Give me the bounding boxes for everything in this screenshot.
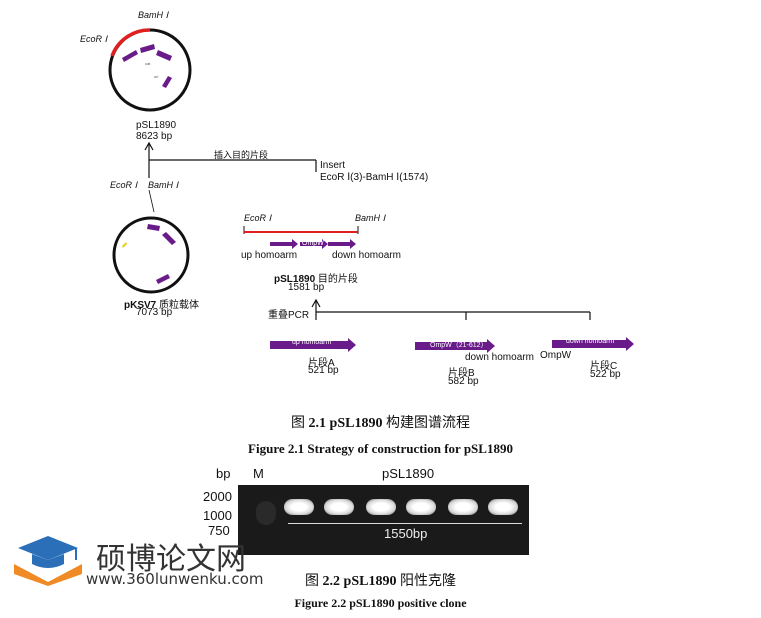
fragment-b-size: 582 bp (448, 376, 479, 387)
fragment-a-name: 片段A (308, 358, 335, 369)
bottom-ecori-label: EcoR Ⅰ (110, 180, 138, 190)
fragment-a-arrow (270, 338, 356, 352)
gel-sample-label: pSL1890 (382, 466, 435, 481)
graduation-cap-book-icon (14, 536, 82, 586)
fragment-inner-label: OmpW (302, 240, 324, 247)
fragment-b-name: 片段B (448, 368, 475, 379)
bottom-plasmid-map (112, 216, 190, 294)
svg-text:ori: ori (154, 74, 159, 79)
figure-2-2-caption-cn: 图 2.2 pSL1890 阳性克隆 (305, 574, 456, 589)
bottom-plasmid-suffix: 质粒载体 (159, 300, 200, 311)
figure-2-2-caption-en: Figure 2.2 pSL1890 positive clone (294, 596, 467, 610)
fragment-size: 1581 bp (288, 282, 325, 293)
insert-connector (144, 141, 591, 320)
fragment-c-arrow-text: down homoarm (566, 338, 615, 345)
gel-band-label: 1550bp (384, 526, 428, 541)
top-plasmid-size: 8623 bp (136, 131, 173, 142)
fragment-b-arrow-text: OmpW（21-612） (430, 342, 488, 349)
top-bamhi-label: BamH Ⅰ (138, 10, 169, 20)
figure-2-1-caption-cn: 图 2.1 pSL1890 构建图谱流程 (291, 416, 470, 431)
fragment-title-suffix: 目的片段 (317, 274, 358, 285)
insert-label: Insert (320, 160, 346, 171)
watermark-name: 硕博论文网 (96, 542, 246, 577)
fragment-ecori-label: EcoR Ⅰ (244, 213, 272, 223)
gel-marker-label: M (253, 466, 264, 481)
gel-ladder-2000: 2000 (203, 489, 232, 504)
gel-ladder-1000: 1000 (203, 508, 232, 523)
gel-ladder-750: 750 (208, 523, 230, 538)
insert-arrow-label: 插入目的片段 (214, 150, 269, 160)
bottom-plasmid-name: pKSV7 (124, 300, 157, 311)
fragment-b-arrow (415, 339, 495, 353)
fragment-left-label: up homoarm (241, 250, 298, 261)
svg-text:cat: cat (145, 61, 151, 66)
pcr-label: 重叠PCR (268, 310, 310, 321)
top-plasmid-name: pSL1890 (136, 120, 177, 131)
fragment-c-size: 522 bp (590, 369, 621, 380)
fragment-a-arrow-text: up homoarm (292, 339, 332, 346)
bottom-plasmid-size: 7073 bp (136, 307, 173, 318)
fragment-c-arrow (552, 337, 634, 351)
fragment-c-side-label: OmpW (540, 350, 572, 361)
fragment-c-name: 片段C (590, 361, 618, 372)
insert-detail: EcoR Ⅰ(3)-BamH Ⅰ(1574) (320, 172, 429, 183)
bottom-bamhi-label: BamH Ⅰ (148, 180, 179, 190)
fragment-map (243, 226, 359, 249)
gel-bp-label: bp (216, 466, 231, 481)
top-plasmid-map: cat ori (108, 28, 192, 112)
fragment-right-label: down homoarm (332, 250, 401, 261)
figure-2-1-caption-en: Figure 2.1 Strategy of construction for … (248, 441, 513, 456)
fragment-a-size: 521 bp (308, 365, 339, 376)
fragment-title: pSL1890 (274, 274, 316, 285)
fragment-bamhi-label: BamH Ⅰ (355, 213, 386, 223)
top-ecori-label: EcoR Ⅰ (80, 34, 108, 44)
fragment-b-side-label: down homoarm (465, 352, 534, 363)
gel-image: 1550bp (238, 485, 529, 555)
watermark-url: www.360lunwenku.com (86, 570, 264, 588)
